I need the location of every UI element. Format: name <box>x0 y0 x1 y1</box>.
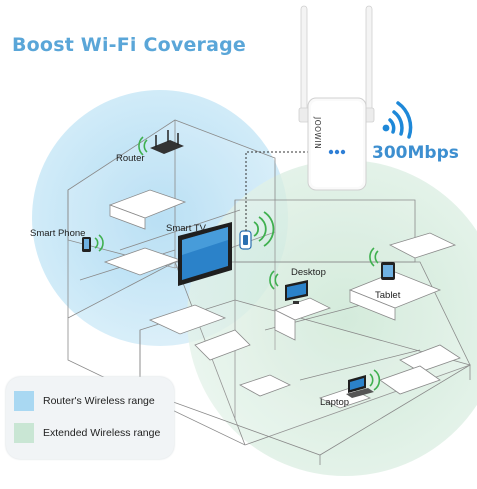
legend: Router's Wireless range Extended Wireles… <box>6 377 174 459</box>
extender-brand: JOOWIN <box>313 117 322 150</box>
legend-item-router: Router's Wireless range <box>14 391 155 411</box>
desktop-label: Desktop <box>291 267 326 278</box>
tablet-label: Tablet <box>375 290 401 301</box>
speed-label: 300Mbps <box>372 143 459 163</box>
legend-label-extended: Extended Wireless range <box>43 427 161 439</box>
desktop-wifi-icon <box>269 270 279 290</box>
router-device <box>150 130 184 154</box>
smart-phone-label: Smart Phone <box>30 228 86 239</box>
desktop-device <box>285 280 308 304</box>
led-icon <box>340 149 346 155</box>
router-label: Router <box>116 153 145 164</box>
extended-range-swatch <box>14 423 34 443</box>
wifi-signal-icon <box>382 101 413 139</box>
laptop-device <box>346 375 374 398</box>
led-icon <box>328 149 334 155</box>
smart-phone-wifi-icon <box>94 234 104 252</box>
router-range-swatch <box>14 391 34 411</box>
tablet-device <box>381 262 395 280</box>
tablet-wifi-icon <box>369 247 379 267</box>
furniture <box>103 189 461 409</box>
wall-extender <box>239 230 252 250</box>
legend-label-router: Router's Wireless range <box>43 395 155 407</box>
laptop-wifi-icon <box>369 369 381 391</box>
smart-tv-device <box>178 222 232 286</box>
connector-line <box>245 151 308 231</box>
extender-product <box>298 5 375 191</box>
router-wifi-icon <box>138 136 148 156</box>
smart-tv-wifi-icon <box>253 211 275 247</box>
smart-tv-label: Smart TV <box>166 223 206 234</box>
page-title: Boost Wi-Fi Coverage <box>12 34 247 56</box>
laptop-label: Laptop <box>320 397 350 408</box>
led-icon <box>334 149 340 155</box>
extended-range-area <box>187 160 477 476</box>
legend-item-extended: Extended Wireless range <box>14 423 160 443</box>
smart-phone-device <box>82 237 91 252</box>
